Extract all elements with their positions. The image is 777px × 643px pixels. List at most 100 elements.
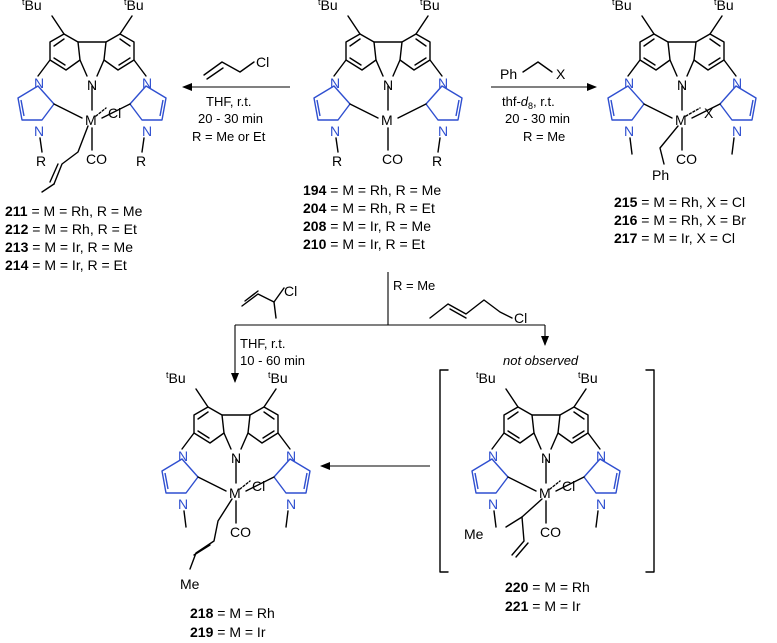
svg-text:tBu: tBu	[714, 0, 734, 13]
complex-center: tBu tBu N M N N N N R R CO	[313, 0, 463, 169]
svg-text:N: N	[438, 123, 448, 139]
svg-text:194 = M = Rh, R = Me: 194 = M = Rh, R = Me	[303, 182, 441, 198]
svg-text:214 = M = Ir, R = Et: 214 = M = Ir, R = Et	[5, 257, 127, 273]
svg-text:Ph: Ph	[500, 66, 517, 82]
complex-bottom-right: tBu tBu N M Cl N N N N CO Me	[464, 370, 621, 558]
svg-text:211 = M = Rh, R = Me: 211 = M = Rh, R = Me	[5, 203, 143, 219]
arrow-to-right: Ph X thf-d8, r.t. 20 - 30 min R = Me	[491, 61, 597, 144]
svg-text:212 = M = Rh, R = Et: 212 = M = Rh, R = Et	[5, 221, 137, 237]
svg-text:N: N	[330, 123, 340, 139]
svg-text:R = Me: R = Me	[393, 278, 435, 293]
svg-text:N: N	[231, 450, 241, 466]
svg-text:N: N	[488, 448, 498, 464]
labels-left: 211 = M = Rh, R = Me 212 = M = Rh, R = E…	[5, 203, 143, 273]
svg-text:Cl: Cl	[562, 478, 575, 494]
svg-text:N: N	[624, 123, 634, 139]
svg-text:CO: CO	[540, 524, 561, 540]
svg-text:N: N	[438, 75, 448, 91]
svg-text:216 = M = Rh, X = Br: 216 = M = Rh, X = Br	[614, 212, 746, 228]
svg-text:R: R	[432, 153, 442, 169]
svg-text:R: R	[36, 153, 46, 169]
svg-text:THF, r.t.: THF, r.t.	[206, 94, 252, 109]
svg-text:Cl: Cl	[108, 105, 121, 121]
svg-text:not observed: not observed	[503, 353, 579, 368]
svg-text:N: N	[383, 77, 393, 93]
svg-text:tBu: tBu	[612, 0, 632, 13]
svg-text:210 = M = Ir, R = Et: 210 = M = Ir, R = Et	[303, 236, 425, 252]
svg-text:10 - 60 min: 10 - 60 min	[240, 353, 305, 368]
svg-text:Me: Me	[180, 576, 200, 592]
svg-text:thf-d8, r.t.: thf-d8, r.t.	[502, 94, 555, 111]
svg-text:tBu: tBu	[318, 0, 338, 13]
svg-text:X: X	[704, 105, 714, 121]
svg-text:CO: CO	[230, 524, 251, 540]
bracket-right	[645, 369, 655, 573]
labels-bottom-right: 220 = M = Rh 221 = M = Ir	[505, 579, 590, 614]
svg-text:N: N	[34, 123, 44, 139]
svg-text:N: N	[178, 448, 188, 464]
svg-text:N: N	[286, 496, 296, 512]
branch-arrows: R = Me Cl Cl THF, r.t. 10 - 60 min not o…	[231, 272, 579, 383]
svg-text:N: N	[87, 77, 97, 93]
svg-text:M: M	[675, 112, 687, 128]
svg-text:tBu: tBu	[476, 370, 496, 386]
svg-text:Me: Me	[464, 526, 484, 542]
svg-text:tBu: tBu	[420, 0, 440, 13]
svg-text:20 - 30 min: 20 - 30 min	[505, 111, 570, 126]
labels-right: 215 = M = Rh, X = Cl 216 = M = Rh, X = B…	[614, 194, 746, 246]
svg-text:R = Me: R = Me	[523, 129, 565, 144]
svg-text:204 = M = Rh, R = Et: 204 = M = Rh, R = Et	[303, 200, 435, 216]
svg-text:218 = M = Rh: 218 = M = Rh	[190, 605, 275, 621]
svg-text:M: M	[539, 485, 551, 501]
svg-text:N: N	[596, 496, 606, 512]
svg-text:Cl: Cl	[514, 310, 527, 326]
svg-text:N: N	[34, 75, 44, 91]
svg-text:tBu: tBu	[578, 370, 598, 386]
complex-right: tBu tBu N M X N N N N CO Ph	[607, 0, 757, 183]
svg-text:N: N	[541, 450, 551, 466]
svg-text:Cl: Cl	[284, 283, 297, 299]
svg-text:R: R	[136, 153, 146, 169]
svg-text:N: N	[142, 75, 152, 91]
svg-text:N: N	[178, 496, 188, 512]
svg-text:tBu: tBu	[124, 0, 144, 13]
svg-text:N: N	[488, 496, 498, 512]
svg-text:CO: CO	[676, 151, 697, 167]
labels-center: 194 = M = Rh, R = Me 204 = M = Rh, R = E…	[303, 182, 441, 252]
svg-text:N: N	[142, 123, 152, 139]
svg-text:N: N	[330, 75, 340, 91]
arrow-to-left: Cl THF, r.t. 20 - 30 min R = Me or Et	[182, 54, 290, 144]
svg-text:213 = M = Ir, R = Me: 213 = M = Ir, R = Me	[5, 239, 133, 255]
svg-text:Cl: Cl	[256, 54, 269, 70]
svg-text:Ph: Ph	[652, 167, 669, 183]
svg-text:tBu: tBu	[166, 370, 186, 386]
svg-text:M: M	[85, 112, 97, 128]
svg-text:N: N	[732, 123, 742, 139]
svg-text:THF, r.t.: THF, r.t.	[240, 336, 286, 351]
svg-text:217 = M = Ir, X = Cl: 217 = M = Ir, X = Cl	[614, 230, 735, 246]
bracket-left	[439, 369, 449, 573]
complex-bottom-left: tBu tBu N M Cl N N N N CO Me	[161, 370, 311, 592]
svg-text:N: N	[596, 448, 606, 464]
svg-text:R: R	[332, 153, 342, 169]
svg-text:N: N	[732, 75, 742, 91]
labels-bottom-left: 218 = M = Rh 219 = M = Ir	[190, 605, 275, 640]
svg-text:221 = M = Ir: 221 = M = Ir	[505, 598, 581, 614]
complex-left: tBu tBu N M Cl N N N N R R CO	[17, 0, 167, 193]
svg-text:tBu: tBu	[268, 370, 288, 386]
svg-text:M: M	[229, 485, 241, 501]
svg-text:Cl: Cl	[252, 478, 265, 494]
svg-text:220 = M = Rh: 220 = M = Rh	[505, 579, 590, 595]
svg-text:215 = M = Rh, X = Cl: 215 = M = Rh, X = Cl	[614, 194, 745, 210]
svg-text:N: N	[286, 448, 296, 464]
svg-text:20 - 30 min: 20 - 30 min	[198, 111, 263, 126]
svg-text:X: X	[556, 66, 566, 82]
svg-text:R = Me or Et: R = Me or Et	[192, 129, 266, 144]
svg-text:CO: CO	[382, 151, 403, 167]
svg-text:N: N	[624, 75, 634, 91]
svg-text:CO: CO	[86, 151, 107, 167]
svg-text:tBu: tBu	[22, 0, 42, 13]
svg-text:219 = M = Ir: 219 = M = Ir	[190, 624, 266, 640]
svg-text:N: N	[677, 77, 687, 93]
svg-text:M: M	[381, 112, 393, 128]
